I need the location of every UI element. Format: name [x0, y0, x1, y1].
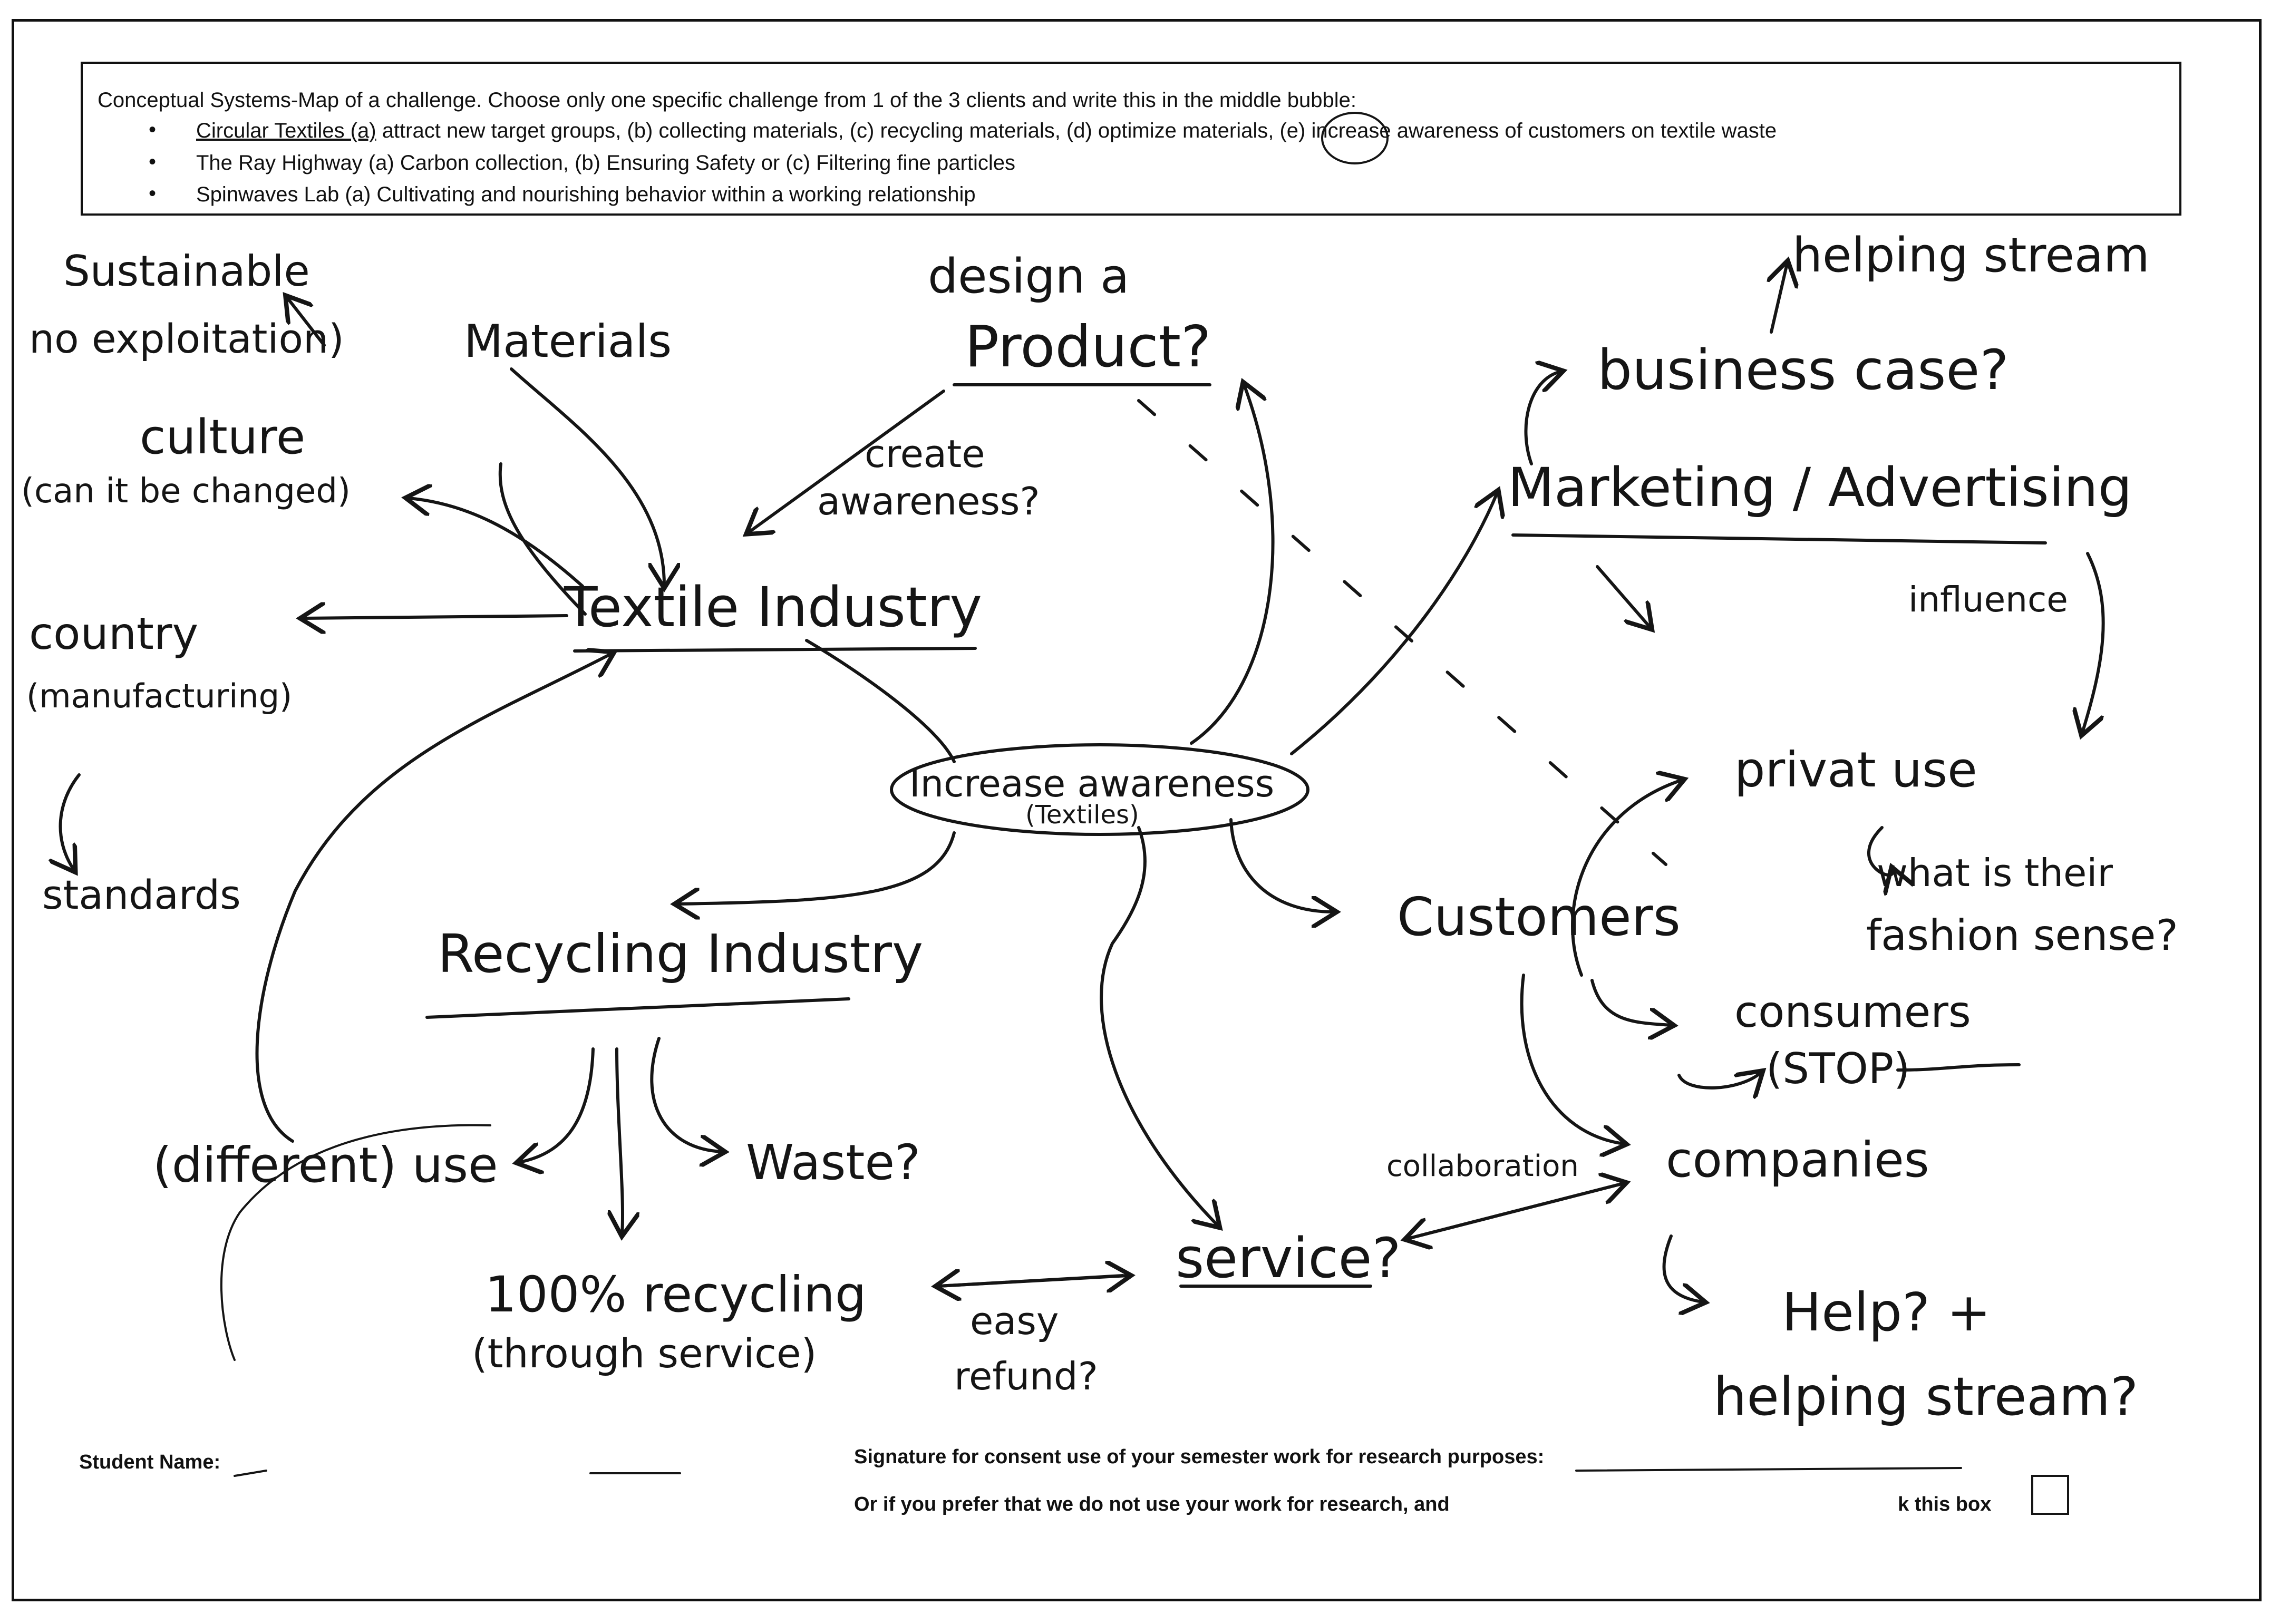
optout-checkbox[interactable]: [2031, 1475, 2069, 1515]
node-recycling-100: 100% recycling: [485, 1266, 867, 1324]
node-consumers: consumers: [1734, 987, 1971, 1037]
node-awareness: awareness?: [817, 479, 1040, 523]
node-standards: standards: [42, 871, 241, 918]
node-recycling-industry: Recycling Industry: [438, 923, 924, 985]
bullet-dot: •: [149, 150, 157, 173]
node-easy: easy: [970, 1299, 1059, 1343]
page-frame: [12, 19, 2262, 1601]
optout-label-start: Or if you prefer that we do not use your…: [854, 1493, 1450, 1515]
node-companies: companies: [1666, 1132, 1929, 1188]
center-bubble-line1: Increase awareness: [909, 762, 1275, 805]
node-textile-industry: Textile Industry: [564, 575, 982, 639]
bullet-ray-highway: The Ray Highway (a) Carbon collection, (…: [196, 152, 1015, 173]
node-design-a: design a: [928, 249, 1130, 304]
node-marketing: Marketing / Advertising: [1508, 456, 2132, 519]
bullet-client-name: Circular Textiles (a): [196, 119, 376, 142]
bullet-client-name: The Ray Highway: [196, 151, 363, 174]
instruction-intro: Conceptual Systems-Map of a challenge. C…: [98, 89, 1357, 112]
node-through-service: (through service): [472, 1330, 817, 1377]
instruction-box: [81, 62, 2181, 216]
node-no-exploitation: no exploitation): [29, 315, 344, 362]
node-stop: (STOP): [1766, 1044, 1910, 1093]
selection-circle: [1321, 112, 1389, 164]
bullet-dot: •: [149, 118, 157, 141]
center-bubble-outline: [890, 743, 1309, 836]
center-bubble-line2: (Textiles): [1025, 800, 1139, 830]
node-collaboration: collaboration: [1386, 1149, 1579, 1183]
node-customers: Customers: [1397, 886, 1681, 948]
node-refund: refund?: [954, 1354, 1098, 1398]
node-product: Product?: [965, 314, 1211, 380]
bullet-spinwaves-lab: Spinwaves Lab (a) Cultivating and nouris…: [196, 184, 976, 205]
node-culture: culture: [140, 410, 306, 465]
node-what-is-their: what is their: [1877, 851, 2113, 895]
signature-label: Signature for consent use of your semest…: [854, 1446, 1545, 1468]
node-country: country: [29, 608, 199, 659]
bullet-client-name: Spinwaves Lab: [196, 183, 339, 206]
node-sustainable: Sustainable: [63, 247, 310, 296]
student-name-label: Student Name:: [79, 1451, 221, 1473]
bullet-client-text: (a) Cultivating and nourishing behavior …: [345, 183, 976, 206]
bullet-client-text: attract new target groups, (b) collectin…: [382, 119, 1777, 142]
node-materials: Materials: [464, 315, 672, 368]
node-business-case: business case?: [1597, 338, 2009, 402]
node-helping-stream-2: helping stream?: [1713, 1366, 2139, 1427]
node-different-use: (different) use: [153, 1137, 498, 1193]
node-create: create: [865, 432, 985, 476]
node-fashion-sense: fashion sense?: [1866, 911, 2178, 960]
node-help: Help? +: [1782, 1281, 1991, 1343]
node-service: service?: [1176, 1226, 1401, 1290]
bullet-dot: •: [149, 182, 157, 205]
node-influence: influence: [1908, 579, 2068, 620]
bullet-circular-textiles: Circular Textiles (a) attract new target…: [196, 120, 1777, 141]
optout-label-end: k this box: [1898, 1493, 1992, 1515]
node-helping-stream: helping stream: [1792, 228, 2150, 283]
node-culture-note: (can it be changed): [21, 472, 351, 511]
node-country-note: (manufacturing): [26, 677, 293, 715]
bullet-client-text: (a) Carbon collection, (b) Ensuring Safe…: [368, 151, 1015, 174]
node-private-use: privat use: [1734, 742, 1977, 798]
node-waste: Waste?: [746, 1134, 920, 1191]
